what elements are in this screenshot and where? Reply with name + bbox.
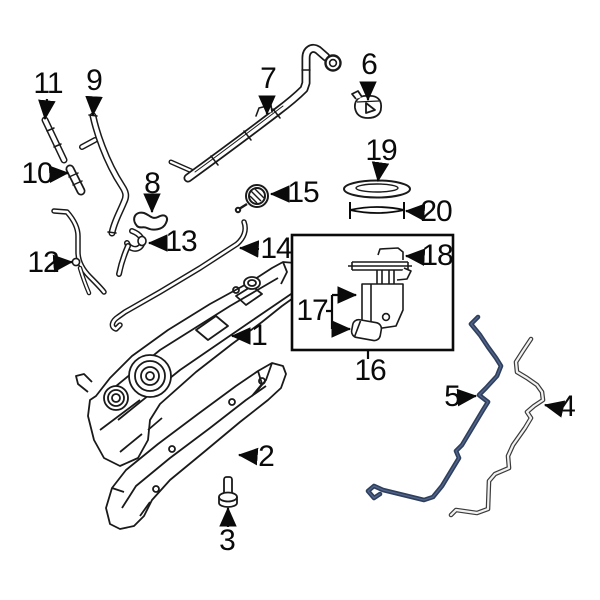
arrow-14 — [238, 240, 260, 258]
callout-2: 2 — [258, 440, 275, 473]
callout-1: 1 — [251, 319, 268, 352]
part-19-gasket — [343, 179, 411, 199]
callout-4: 4 — [559, 390, 576, 423]
callout-9: 9 — [86, 64, 103, 97]
arrow-2 — [237, 447, 259, 466]
arrow-4 — [543, 400, 566, 418]
callout-18: 18 — [421, 239, 453, 272]
arrow-18 — [404, 248, 426, 266]
callout-13: 13 — [165, 225, 197, 258]
part-13-hose — [116, 228, 147, 277]
arrow-20 — [404, 203, 426, 222]
arrow-10 — [48, 165, 70, 184]
callout-6: 6 — [361, 48, 378, 81]
arrow-19 — [371, 161, 390, 183]
part-11-hose — [41, 116, 68, 164]
part-8-hose — [133, 211, 168, 231]
callout-12: 12 — [27, 246, 59, 279]
arrow-12 — [52, 254, 74, 273]
part-15-fuel-cap — [234, 184, 269, 214]
callout-19: 19 — [365, 134, 397, 167]
callout-7: 7 — [260, 62, 277, 95]
callout-15: 15 — [287, 176, 319, 209]
callout-3: 3 — [219, 524, 236, 557]
part-14-tube — [109, 219, 248, 332]
callout-10: 10 — [21, 157, 53, 190]
part-3-bolt — [218, 476, 238, 508]
part-9-vent-hose — [79, 112, 130, 237]
arrow-9 — [85, 95, 103, 117]
callout-5: 5 — [444, 380, 461, 413]
part-12-tube — [51, 208, 107, 296]
part-5-fuel-line — [365, 314, 504, 503]
callout-11: 11 — [33, 67, 63, 100]
part-4-fuel-line — [448, 336, 546, 518]
arrow-5 — [456, 388, 478, 407]
part-1-fuel-tank — [75, 261, 305, 467]
part-16-fuel-pump-module — [348, 247, 412, 342]
callout-14: 14 — [260, 232, 292, 265]
part-10-hose — [65, 164, 86, 196]
part-18-cap — [377, 247, 404, 260]
callout-20: 20 — [420, 195, 452, 228]
callout-16: 16 — [354, 354, 386, 387]
callout-8: 8 — [144, 167, 161, 200]
arrow-11 — [38, 98, 56, 121]
callout-17: 17 — [296, 294, 328, 327]
part-7-filler-tube — [168, 43, 342, 183]
callout-arrows — [38, 81, 566, 527]
part-20-lock-ring — [349, 202, 405, 219]
part-6-clip — [351, 90, 382, 119]
part-2-skid-plate — [105, 362, 287, 530]
